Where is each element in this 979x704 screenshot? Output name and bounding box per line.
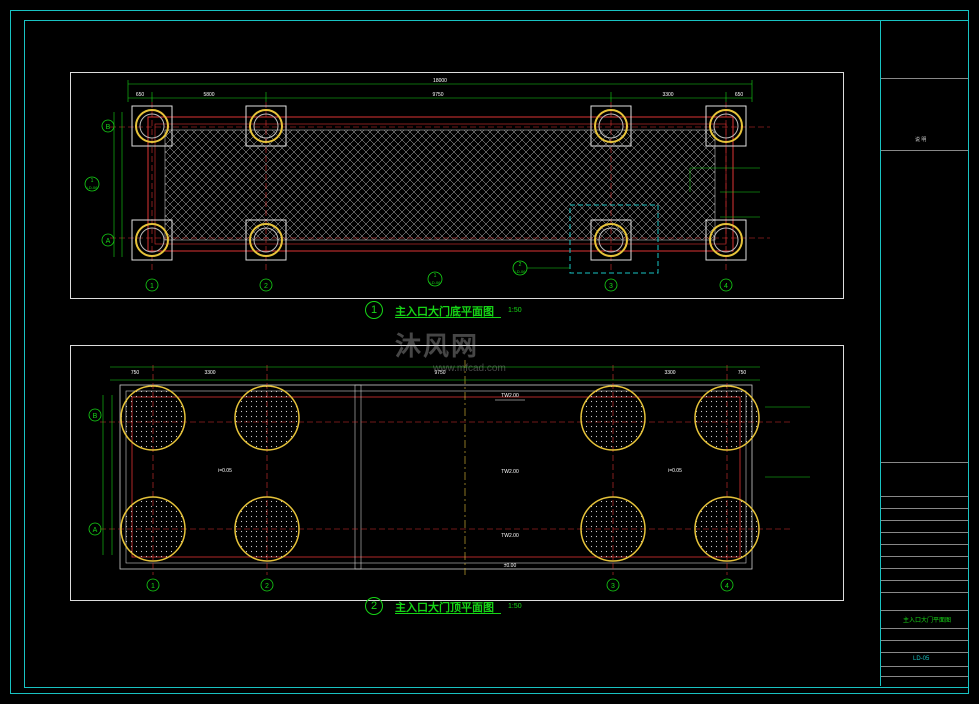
axis-bubble	[145, 278, 159, 292]
axis-bubble	[260, 578, 274, 592]
plan-2-title-row: 2 主入口大门顶平面图 1:50	[365, 597, 565, 615]
watermark-url: www.mfcad.com	[433, 363, 506, 374]
sheet-number: LD-05	[913, 656, 930, 662]
title-underline	[395, 613, 501, 614]
section-marker	[427, 271, 443, 287]
dimension-text: 650	[735, 92, 744, 98]
axis-bubble	[604, 278, 618, 292]
axis-label: B	[106, 124, 111, 131]
section-marker	[84, 176, 100, 192]
hatched-floor	[164, 129, 716, 241]
section-marker-sheet: LD-06	[430, 280, 442, 285]
axis-bubble	[101, 233, 115, 247]
title-block: 说 明 主入口大门平面图 LD-05	[880, 20, 968, 686]
notes-header: 说 明	[915, 137, 927, 143]
axis-label: 1	[151, 583, 155, 590]
detail-callout-box	[569, 204, 659, 274]
axis-label: A	[93, 527, 98, 534]
axis-label: 4	[725, 583, 729, 590]
slope-label: i=0.05	[218, 468, 232, 474]
plan-2-drawing: 750 3300 9750 3300 750 TW2.00 TW2.00 TW2…	[88, 360, 810, 592]
dimension-text: 5800	[203, 92, 214, 98]
section-marker-label: 1	[434, 273, 437, 279]
plan-1-viewport	[70, 72, 844, 299]
section-marker-label: 1	[91, 178, 94, 184]
column-head-group	[120, 385, 760, 562]
dimension-text: 3300	[662, 92, 673, 98]
inner-border	[24, 20, 969, 688]
axis-bubble	[719, 278, 733, 292]
view-badge: 2	[365, 597, 383, 615]
view-scale: 1:50	[508, 603, 522, 610]
axis-bubble	[88, 522, 102, 536]
plan-1-drawing: 18000 650 5800 9750 3300 650 1 2 3 4 B A…	[84, 78, 770, 292]
level-mark: TW2.00	[501, 393, 519, 399]
watermark: 沐风网 www.mfcad.com	[395, 326, 506, 374]
axis-label: 3	[611, 583, 615, 590]
axis-bubble	[259, 278, 273, 292]
axis-label: 2	[265, 583, 269, 590]
overall-dimension: 18000	[433, 78, 447, 84]
axis-label: B	[93, 413, 98, 420]
view-badge: 1	[365, 301, 383, 319]
section-marker-sheet: LD-06	[87, 185, 99, 190]
axis-label: A	[106, 238, 111, 245]
axis-label: 2	[264, 283, 268, 290]
axis-bubble	[720, 578, 734, 592]
dimension-text: 9750	[434, 370, 445, 376]
plan-2-viewport	[70, 345, 844, 601]
dimension-text: 3300	[664, 370, 675, 376]
level-mark: ±0.00	[504, 563, 517, 569]
view-title: 主入口大门底平面图	[395, 306, 494, 318]
level-mark: TW2.00	[501, 469, 519, 475]
drawing-name: 主入口大门平面图	[903, 618, 952, 624]
view-title: 主入口大门顶平面图	[395, 602, 494, 614]
detail-marker-label: 2	[519, 262, 522, 268]
axis-label: 1	[150, 283, 154, 290]
level-mark: TW2.00	[501, 533, 519, 539]
slope-label: i=0.05	[668, 468, 682, 474]
axis-bubble	[88, 408, 102, 422]
axis-label: 3	[609, 283, 613, 290]
plan-1-title-row: 1 主入口大门底平面图 1:50	[365, 301, 565, 319]
axis-label: 4	[724, 283, 728, 290]
watermark-brand: 沐风网	[395, 331, 480, 361]
title-underline	[395, 317, 501, 318]
view-scale: 1:50	[508, 307, 522, 314]
dimension-text: 9750	[432, 92, 443, 98]
axis-bubble	[606, 578, 620, 592]
dimension-text: 3300	[204, 370, 215, 376]
axis-bubble	[101, 119, 115, 133]
dimension-text: 650	[136, 92, 145, 98]
dimension-text: 750	[131, 370, 140, 376]
dimension-text: 750	[738, 370, 747, 376]
axis-bubble	[146, 578, 160, 592]
column-group	[131, 105, 747, 261]
detail-marker-sheet: LD-06	[515, 269, 527, 274]
